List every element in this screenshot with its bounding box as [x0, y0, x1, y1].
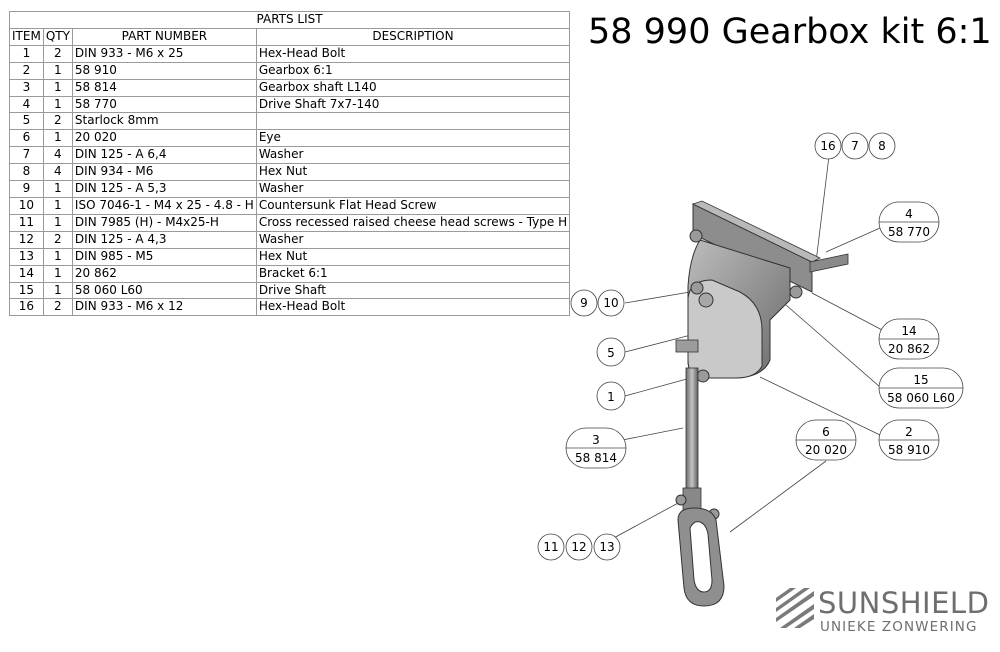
cell-qty: 2 — [42, 230, 73, 249]
cell-part-number: Starlock 8mm — [71, 112, 257, 131]
cell-part-number: DIN 933 - M6 x 12 — [71, 298, 257, 317]
cell-qty: 1 — [42, 180, 73, 198]
balloon-10 — [597, 289, 625, 317]
balloon-5-label: 5 — [607, 346, 615, 360]
brand-tagline: UNIEKE ZONWERING — [820, 619, 978, 635]
balloon-13 — [593, 533, 621, 561]
cell-description: Hex Nut — [255, 163, 571, 182]
balloon-14-part: 20 862 — [888, 342, 930, 356]
cell-qty: 4 — [42, 163, 73, 182]
balloon-9 — [570, 289, 598, 317]
balloon-12-label: 12 — [571, 540, 586, 554]
balloon-13-label: 13 — [599, 540, 614, 554]
cell-part-number: 20 020 — [71, 129, 257, 148]
balloon-15-item: 15 — [913, 373, 928, 387]
cell-part-number: ISO 7046-1 - M4 x 25 - 4.8 - H — [71, 196, 257, 215]
cell-description: Washer — [255, 146, 571, 165]
parts-list-title: PARTS LIST — [8, 11, 571, 29]
balloon-dividers — [566, 221, 963, 449]
cell-description: Gearbox shaft L140 — [255, 78, 571, 97]
cell-qty: 1 — [42, 196, 73, 215]
cell-item: 16 — [9, 298, 44, 317]
balloon-12 — [565, 533, 593, 561]
balloon-5 — [596, 337, 626, 367]
balloon-16-label: 16 — [820, 139, 835, 153]
cell-qty: 1 — [42, 213, 73, 232]
cell-qty: 2 — [42, 112, 73, 131]
balloon-14-item: 14 — [901, 324, 916, 338]
cell-description: Washer — [255, 230, 571, 249]
cell-description: Countersunk Flat Head Screw — [255, 196, 571, 215]
brand-name: SUNSHIELD — [818, 586, 990, 620]
balloon-11-label: 11 — [543, 540, 558, 554]
balloon-9-label: 9 — [580, 296, 588, 310]
cell-description: Hex-Head Bolt — [255, 298, 571, 317]
balloon-6-item: 6 — [822, 425, 830, 439]
balloon-11 — [537, 533, 565, 561]
cell-part-number: DIN 985 - M5 — [71, 247, 257, 266]
balloon-15-part: 58 060 L60 — [887, 391, 955, 405]
cell-item: 11 — [9, 213, 44, 232]
balloon-3-part: 58 814 — [575, 451, 617, 465]
column-header-description: DESCRIPTION — [255, 27, 571, 46]
cell-qty: 4 — [42, 146, 73, 165]
cell-part-number: 58 770 — [71, 95, 257, 114]
cell-description: Washer — [255, 180, 571, 198]
cell-item: 9 — [9, 180, 44, 198]
cell-item: 13 — [9, 247, 44, 266]
balloon-2-item: 2 — [905, 425, 913, 439]
cell-description: Cross recessed raised cheese head screws… — [255, 213, 571, 232]
cell-item: 8 — [9, 163, 44, 182]
cell-part-number: DIN 7985 (H) - M4x25-H — [71, 213, 257, 232]
gearbox-shaft-drawing — [685, 367, 699, 497]
page-title: 58 990 Gearbox kit 6:1 — [588, 12, 992, 52]
parts-list-table: PARTS LIST ITEM QTY PART NUMBER DESCRIPT… — [8, 11, 571, 317]
balloon-4-part: 58 770 — [888, 225, 930, 239]
balloon-3-item: 3 — [592, 433, 600, 447]
balloon-7 — [841, 132, 869, 160]
cell-description: Bracket 6:1 — [255, 264, 571, 283]
cell-description: Hex-Head Bolt — [255, 44, 571, 63]
balloon-10-label: 10 — [603, 296, 618, 310]
balloon-1-label: 1 — [607, 390, 615, 404]
cell-qty: 1 — [42, 129, 73, 148]
cell-description — [255, 112, 571, 131]
bolt-1-drawing — [689, 229, 703, 243]
leader-lines — [601, 155, 885, 541]
balloon-7-label: 7 — [851, 139, 859, 153]
cell-description: Eye — [255, 129, 571, 148]
balloon-2-part: 58 910 — [888, 443, 930, 457]
cell-part-number: DIN 125 - A 4,3 — [71, 230, 257, 249]
sunshield-logo-icon — [776, 588, 814, 628]
balloon-8 — [868, 132, 896, 160]
cell-part-number: DIN 125 - A 6,4 — [71, 146, 257, 165]
balloon-8-label: 8 — [878, 139, 886, 153]
cell-item: 12 — [9, 230, 44, 249]
balloon-16 — [814, 132, 842, 160]
cell-part-number: DIN 125 - A 5,3 — [71, 180, 257, 198]
cell-qty: 2 — [42, 298, 73, 317]
balloon-4-item: 4 — [905, 207, 913, 221]
drive-shaft-drawing — [809, 253, 849, 273]
cell-item: 10 — [9, 196, 44, 215]
balloon-6-part: 20 020 — [805, 443, 847, 457]
balloon-1 — [596, 381, 626, 411]
